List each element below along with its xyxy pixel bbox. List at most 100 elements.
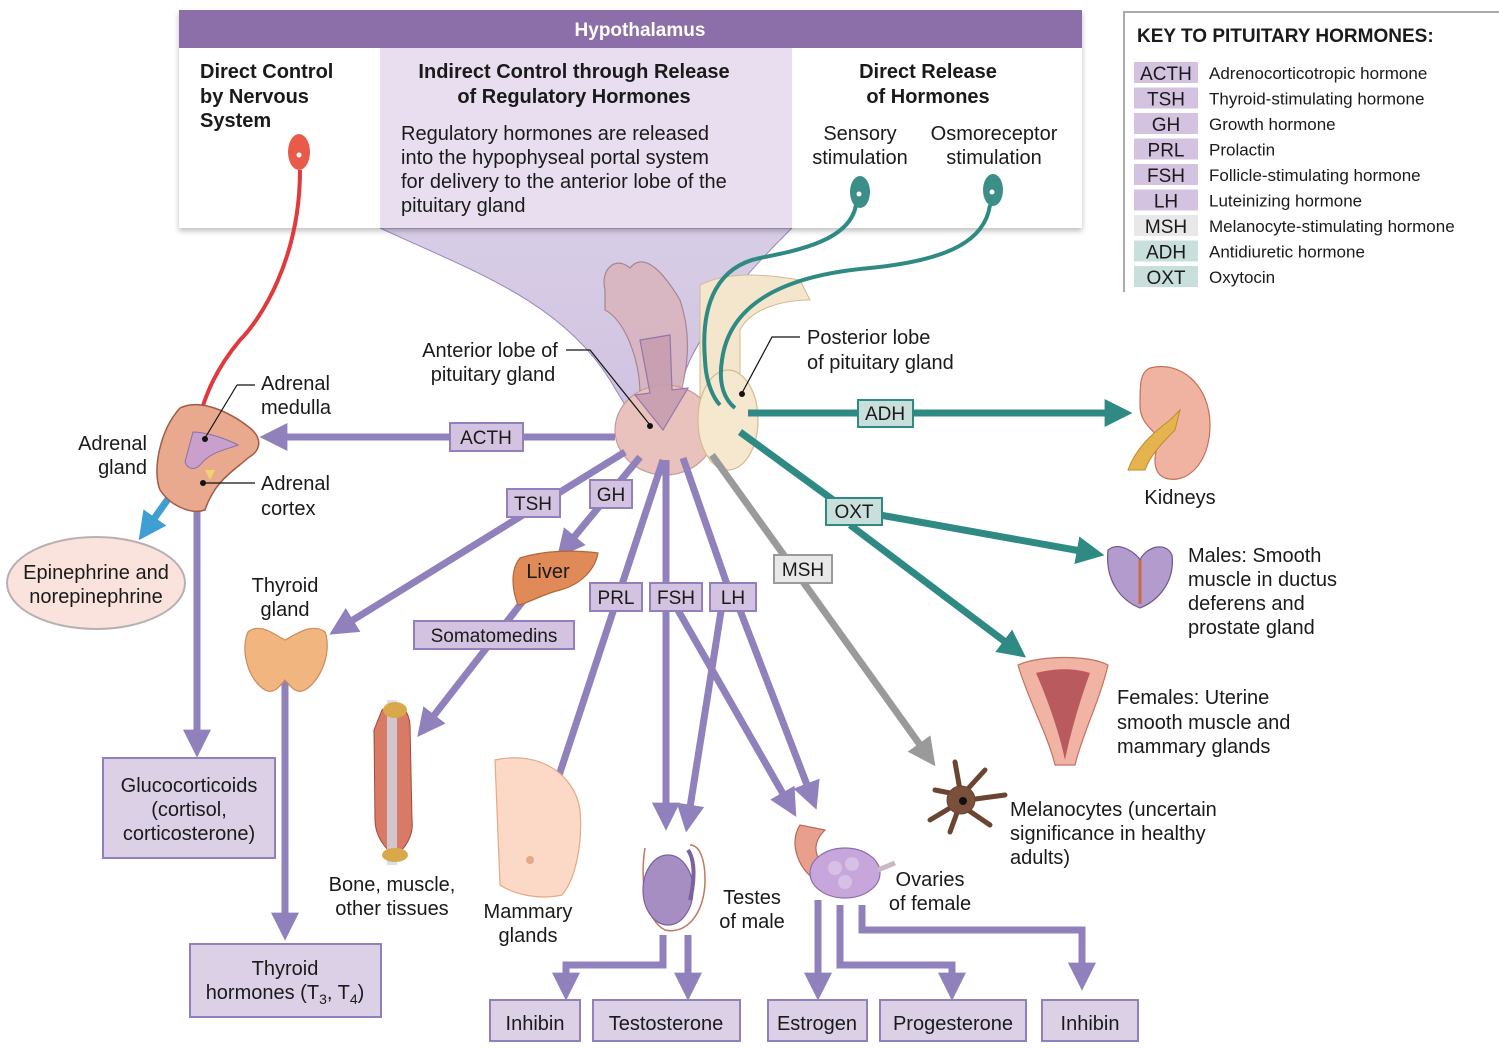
adrenal-medulla-pointer: [204, 384, 238, 439]
indirect-heading-line1: Indirect Control through Release: [418, 61, 729, 83]
inhibin-male-box: Inhibin: [489, 999, 581, 1042]
testes-label-1: Testes: [723, 887, 781, 909]
key-abbr: LH: [1154, 192, 1178, 213]
teal-neuron-osmo-nucleus: [989, 189, 995, 195]
key-hormone-name: Prolactin: [1209, 141, 1275, 160]
epinephrine-line1: Epinephrine and: [23, 562, 169, 584]
testes-inhibin-arrow: [552, 935, 667, 1001]
adrenal-medulla-label-1: Adrenal: [261, 373, 330, 395]
ovaries-progesterone-arrow: [836, 905, 966, 1001]
posterior-lobe-dot: [739, 391, 745, 397]
oxt-stem: [737, 429, 843, 508]
tag-oxt: OXT: [825, 497, 883, 526]
females-label-3: mammary glands: [1117, 736, 1270, 758]
key-swatch: [1134, 87, 1198, 109]
liver-label: Liver: [526, 561, 570, 583]
ovaries-inhibin-arrow: [858, 905, 1096, 991]
mammary-nipple: [526, 856, 534, 864]
sensory-line1: Sensory: [823, 123, 896, 145]
hormone-arrows: [138, 399, 1133, 1001]
sensory-line2: stimulation: [812, 147, 908, 169]
adrenal-medulla-label-2: medulla: [261, 397, 332, 419]
direct-control-line1: Direct Control: [200, 61, 333, 83]
lh-stem: [679, 456, 733, 592]
key-abbr: TSH: [1147, 90, 1185, 111]
progesterone-box: Progesterone: [879, 999, 1027, 1042]
adrenal-gland-illustration: [156, 384, 260, 512]
key-swatch: [1134, 215, 1198, 236]
posterior-lobe-label-1: Posterior lobe: [807, 327, 930, 349]
direct-control-line3: System: [200, 110, 271, 132]
teal-neuron-axon-sensory: [702, 204, 858, 407]
oxt-males-arrow: [879, 511, 1105, 565]
testes-illustration: [642, 844, 706, 932]
tag-fsh: FSH: [649, 582, 703, 612]
product-boxes: Glucocorticoids (cortisol, corticosteron…: [102, 757, 1139, 1042]
testosterone-box: Testosterone: [592, 999, 741, 1042]
tag-fsh-label: FSH: [657, 588, 695, 609]
key-swatch: [1134, 138, 1198, 160]
key-swatch: [1134, 266, 1198, 287]
males-label-1: Males: Smooth: [1188, 545, 1321, 567]
arrow-tags: ACTH TSH GH PRL FSH LH MSH ADH: [449, 399, 914, 612]
tag-prl: PRL: [589, 582, 643, 612]
hypothalamus-panel: Hypothalamus Direct Control by Nervous S…: [179, 10, 1082, 431]
key-border: [1123, 11, 1499, 292]
kidneys-label: Kidneys: [1144, 487, 1215, 509]
bone-muscle-label-2: other tissues: [335, 898, 448, 920]
thyroid-gland-label-1: Thyroid: [252, 575, 319, 597]
thyroid-gland-illustration: [244, 627, 328, 692]
mammary-gland-illustration: [494, 757, 582, 898]
adrenal-gland-label-1: Adrenal: [78, 433, 147, 455]
melanocyte-illustration: [927, 759, 1008, 835]
lh-ovaries-arrow: [734, 603, 820, 810]
males-label-3: deferens and: [1188, 593, 1305, 615]
oxt-females-arrow: [847, 522, 1027, 658]
indirect-body-line2: into the hypophyseal portal system: [401, 147, 709, 169]
thyroid-gland-label-2: gland: [261, 599, 310, 621]
glucocorticoids-line1: Glucocorticoids: [121, 775, 258, 797]
direct-control-line2: by Nervous: [200, 86, 309, 108]
key-hormone-name: Melanocyte-stimulating hormone: [1209, 217, 1455, 236]
somatomedins-arrow: [417, 589, 533, 737]
indirect-control-panel: [380, 48, 792, 228]
males-label-4: prostate gland: [1188, 617, 1315, 639]
organ-labels: Anterior lobe of pituitary gland Posteri…: [78, 327, 1337, 947]
key-title: KEY TO PITUITARY HORMONES:: [1137, 26, 1434, 47]
red-neuron-nucleus: [296, 152, 302, 158]
males-label-2: muscle in ductus: [1188, 569, 1337, 591]
ovaries-illustration: [794, 824, 896, 899]
indirect-heading-line2: of Regulatory Hormones: [457, 86, 690, 108]
melanocytes-label-2: significance in healthy: [1010, 823, 1206, 845]
msh-arrow: [709, 452, 936, 767]
anterior-lobe-pointer: [566, 349, 651, 426]
tag-msh-label: MSH: [782, 560, 824, 581]
posterior-stalk: [699, 274, 811, 401]
females-label-1: Females: Uterine: [1117, 687, 1269, 709]
posterior-lobe-pointer: [741, 336, 800, 394]
progesterone-label: Progesterone: [893, 1013, 1013, 1035]
inhibin-male-label: Inhibin: [506, 1013, 565, 1035]
melanocytes-label-3: adults): [1010, 847, 1070, 869]
organs: Epinephrine and norepinephrine Liver Som…: [6, 366, 1211, 932]
portal-arrow-icon: [633, 334, 690, 432]
key-swatch: [1134, 240, 1198, 262]
adrenal-cortex-label-1: Adrenal: [261, 473, 330, 495]
teal-neuron-sensory-nucleus: [856, 191, 862, 197]
epinephrine-line2: norepinephrine: [29, 586, 162, 608]
inhibin-female-label: Inhibin: [1061, 1013, 1120, 1035]
key-abbr: ADH: [1146, 243, 1186, 264]
teal-neuron-axon-osmo: [718, 204, 992, 410]
key-hormone-name: Luteinizing hormone: [1209, 192, 1362, 211]
tag-prl-label: PRL: [598, 588, 635, 609]
testosterone-label: Testosterone: [609, 1013, 724, 1035]
